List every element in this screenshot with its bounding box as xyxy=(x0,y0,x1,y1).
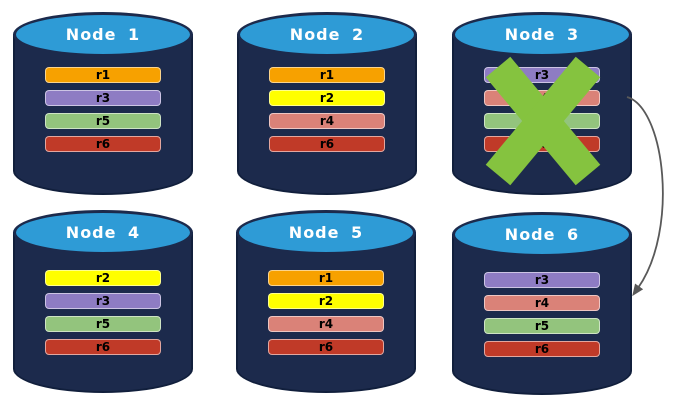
replica-bar: r5 xyxy=(484,113,600,129)
replica-list: r1 r2 r4 r6 xyxy=(269,67,385,152)
replica-bar: r3 xyxy=(484,272,600,288)
replica-list: r2 r3 r5 r6 xyxy=(45,270,161,355)
replica-bar: r1 xyxy=(268,270,384,286)
node-3: Node 3 r3 r4 r5 r6 xyxy=(452,12,632,195)
replica-bar: r4 xyxy=(484,90,600,106)
node-2: Node 2 r1 r2 r4 r6 xyxy=(237,12,417,195)
replica-bar: r5 xyxy=(45,316,161,332)
cylinder-top: Node 1 xyxy=(13,12,193,57)
node-title: Node 5 xyxy=(288,223,364,242)
cylinder-top: Node 3 xyxy=(452,12,632,57)
replica-list: r3 r4 r5 r6 xyxy=(484,272,600,357)
cylinder-top: Node 6 xyxy=(452,212,632,257)
cylinder-body xyxy=(13,232,193,393)
node-title: Node 6 xyxy=(504,225,580,244)
cylinder-body xyxy=(236,232,416,393)
replica-bar: r6 xyxy=(484,341,600,357)
replica-bar: r6 xyxy=(269,136,385,152)
replica-bar: r3 xyxy=(45,293,161,309)
replica-bar: r6 xyxy=(484,136,600,152)
replica-bar: r4 xyxy=(269,113,385,129)
replica-bar: r4 xyxy=(484,295,600,311)
replica-list: r1 r3 r5 r6 xyxy=(45,67,161,152)
replica-bar: r2 xyxy=(269,90,385,106)
replica-bar: r6 xyxy=(45,136,161,152)
replica-bar: r1 xyxy=(45,67,161,83)
replica-bar: r1 xyxy=(269,67,385,83)
replica-bar: r6 xyxy=(268,339,384,355)
replica-bar: r3 xyxy=(45,90,161,106)
replica-list: r1 r2 r4 r6 xyxy=(268,270,384,355)
cylinder-top: Node 4 xyxy=(13,210,193,255)
replica-bar: r6 xyxy=(45,339,161,355)
cylinder-body xyxy=(452,234,632,395)
replica-bar: r3 xyxy=(484,67,600,83)
replica-bar: r5 xyxy=(45,113,161,129)
node-title: Node 3 xyxy=(504,25,580,44)
replica-bar: r5 xyxy=(484,318,600,334)
node-title: Node 4 xyxy=(65,223,141,242)
replica-bar: r2 xyxy=(45,270,161,286)
node-1: Node 1 r1 r3 r5 r6 xyxy=(13,12,193,195)
node-4: Node 4 r2 r3 r5 r6 xyxy=(13,210,193,393)
node-title: Node 1 xyxy=(65,25,141,44)
cylinder-top: Node 2 xyxy=(237,12,417,57)
node-5: Node 5 r1 r2 r4 r6 xyxy=(236,210,416,393)
replica-bar: r4 xyxy=(268,316,384,332)
cylinder-top: Node 5 xyxy=(236,210,416,255)
node-title: Node 2 xyxy=(289,25,365,44)
replica-list: r3 r4 r5 r6 xyxy=(484,67,600,152)
node-6: Node 6 r3 r4 r5 r6 xyxy=(452,212,632,395)
replica-bar: r2 xyxy=(268,293,384,309)
